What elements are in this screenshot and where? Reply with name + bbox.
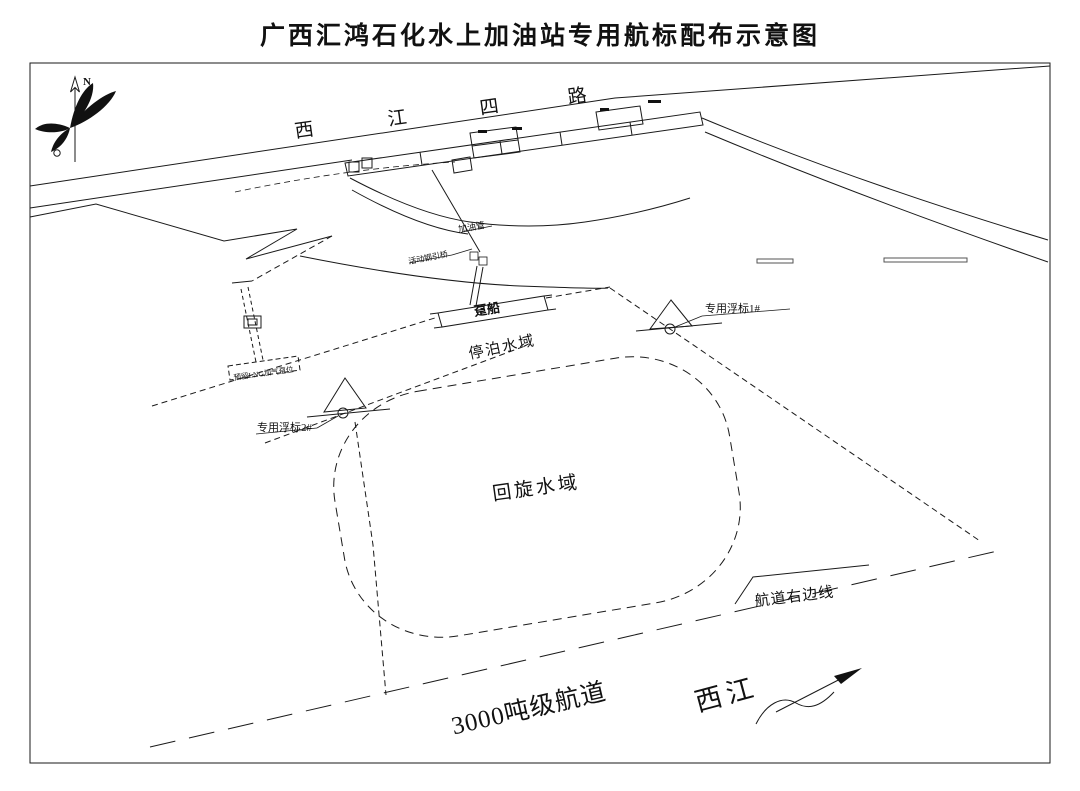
mooring-area-label: 停泊水域: [467, 332, 537, 363]
fuel-pipe-trestle: [431, 169, 488, 307]
buoy-2-label: 专用浮标2#: [255, 415, 339, 435]
site-buildings: [344, 100, 704, 235]
road-char-4: 路: [566, 84, 588, 108]
buoy-1-symbol: [635, 299, 723, 335]
lng-reserved-shape: [227, 280, 301, 381]
fuel-pipe-label: 加油管: [457, 219, 493, 235]
road-char-1: 西: [293, 119, 315, 142]
lng-reserved-label: 预留LNG加气趸位: [233, 364, 295, 382]
north-label: N: [83, 76, 91, 88]
building-text-marks: [478, 100, 661, 133]
turning-basin-outline: [333, 356, 741, 638]
svg-text:专用浮标1#: 专用浮标1#: [705, 301, 760, 315]
road-char-3: 四: [478, 96, 500, 119]
channel-dash-line: [149, 548, 1007, 748]
highlight-mark-1: [756, 258, 794, 264]
bridge-label: 活动钢引桥: [407, 248, 473, 266]
highlight-mark-2: [883, 257, 968, 263]
svg-text:航道右边线: 航道右边线: [754, 584, 835, 611]
road-char-2: 江: [386, 106, 408, 130]
river-label: 西江: [692, 672, 762, 718]
flow-arrow-icon: [755, 668, 862, 725]
diagram-title: 广西汇鸿石化水上加油站专用航标配布示意图: [259, 23, 820, 50]
turning-basin-label: 回旋水域: [491, 471, 581, 505]
road-lines: [29, 65, 1051, 263]
buoy-1-label: 专用浮标1#: [674, 301, 791, 328]
svg-text:专用浮标2#: 专用浮标2#: [257, 420, 312, 434]
svg-text:活动钢引桥: 活动钢引桥: [407, 249, 448, 266]
mooring-area-boundary: [151, 286, 981, 696]
pontoon-label: 趸船: [472, 300, 501, 319]
compass-rose-icon: [35, 83, 116, 157]
pontoon-shape: [429, 294, 557, 329]
shoreline: [29, 161, 609, 289]
road-label: 西 江 四 路: [293, 84, 588, 142]
channel-right-edge-label: 航道右边线: [734, 564, 870, 611]
svg-text:加油管: 加油管: [457, 219, 486, 235]
drawing-frame: [29, 62, 1051, 764]
channel-label: 3000吨级航道: [449, 678, 609, 741]
buoy-2-symbol: [306, 377, 391, 419]
